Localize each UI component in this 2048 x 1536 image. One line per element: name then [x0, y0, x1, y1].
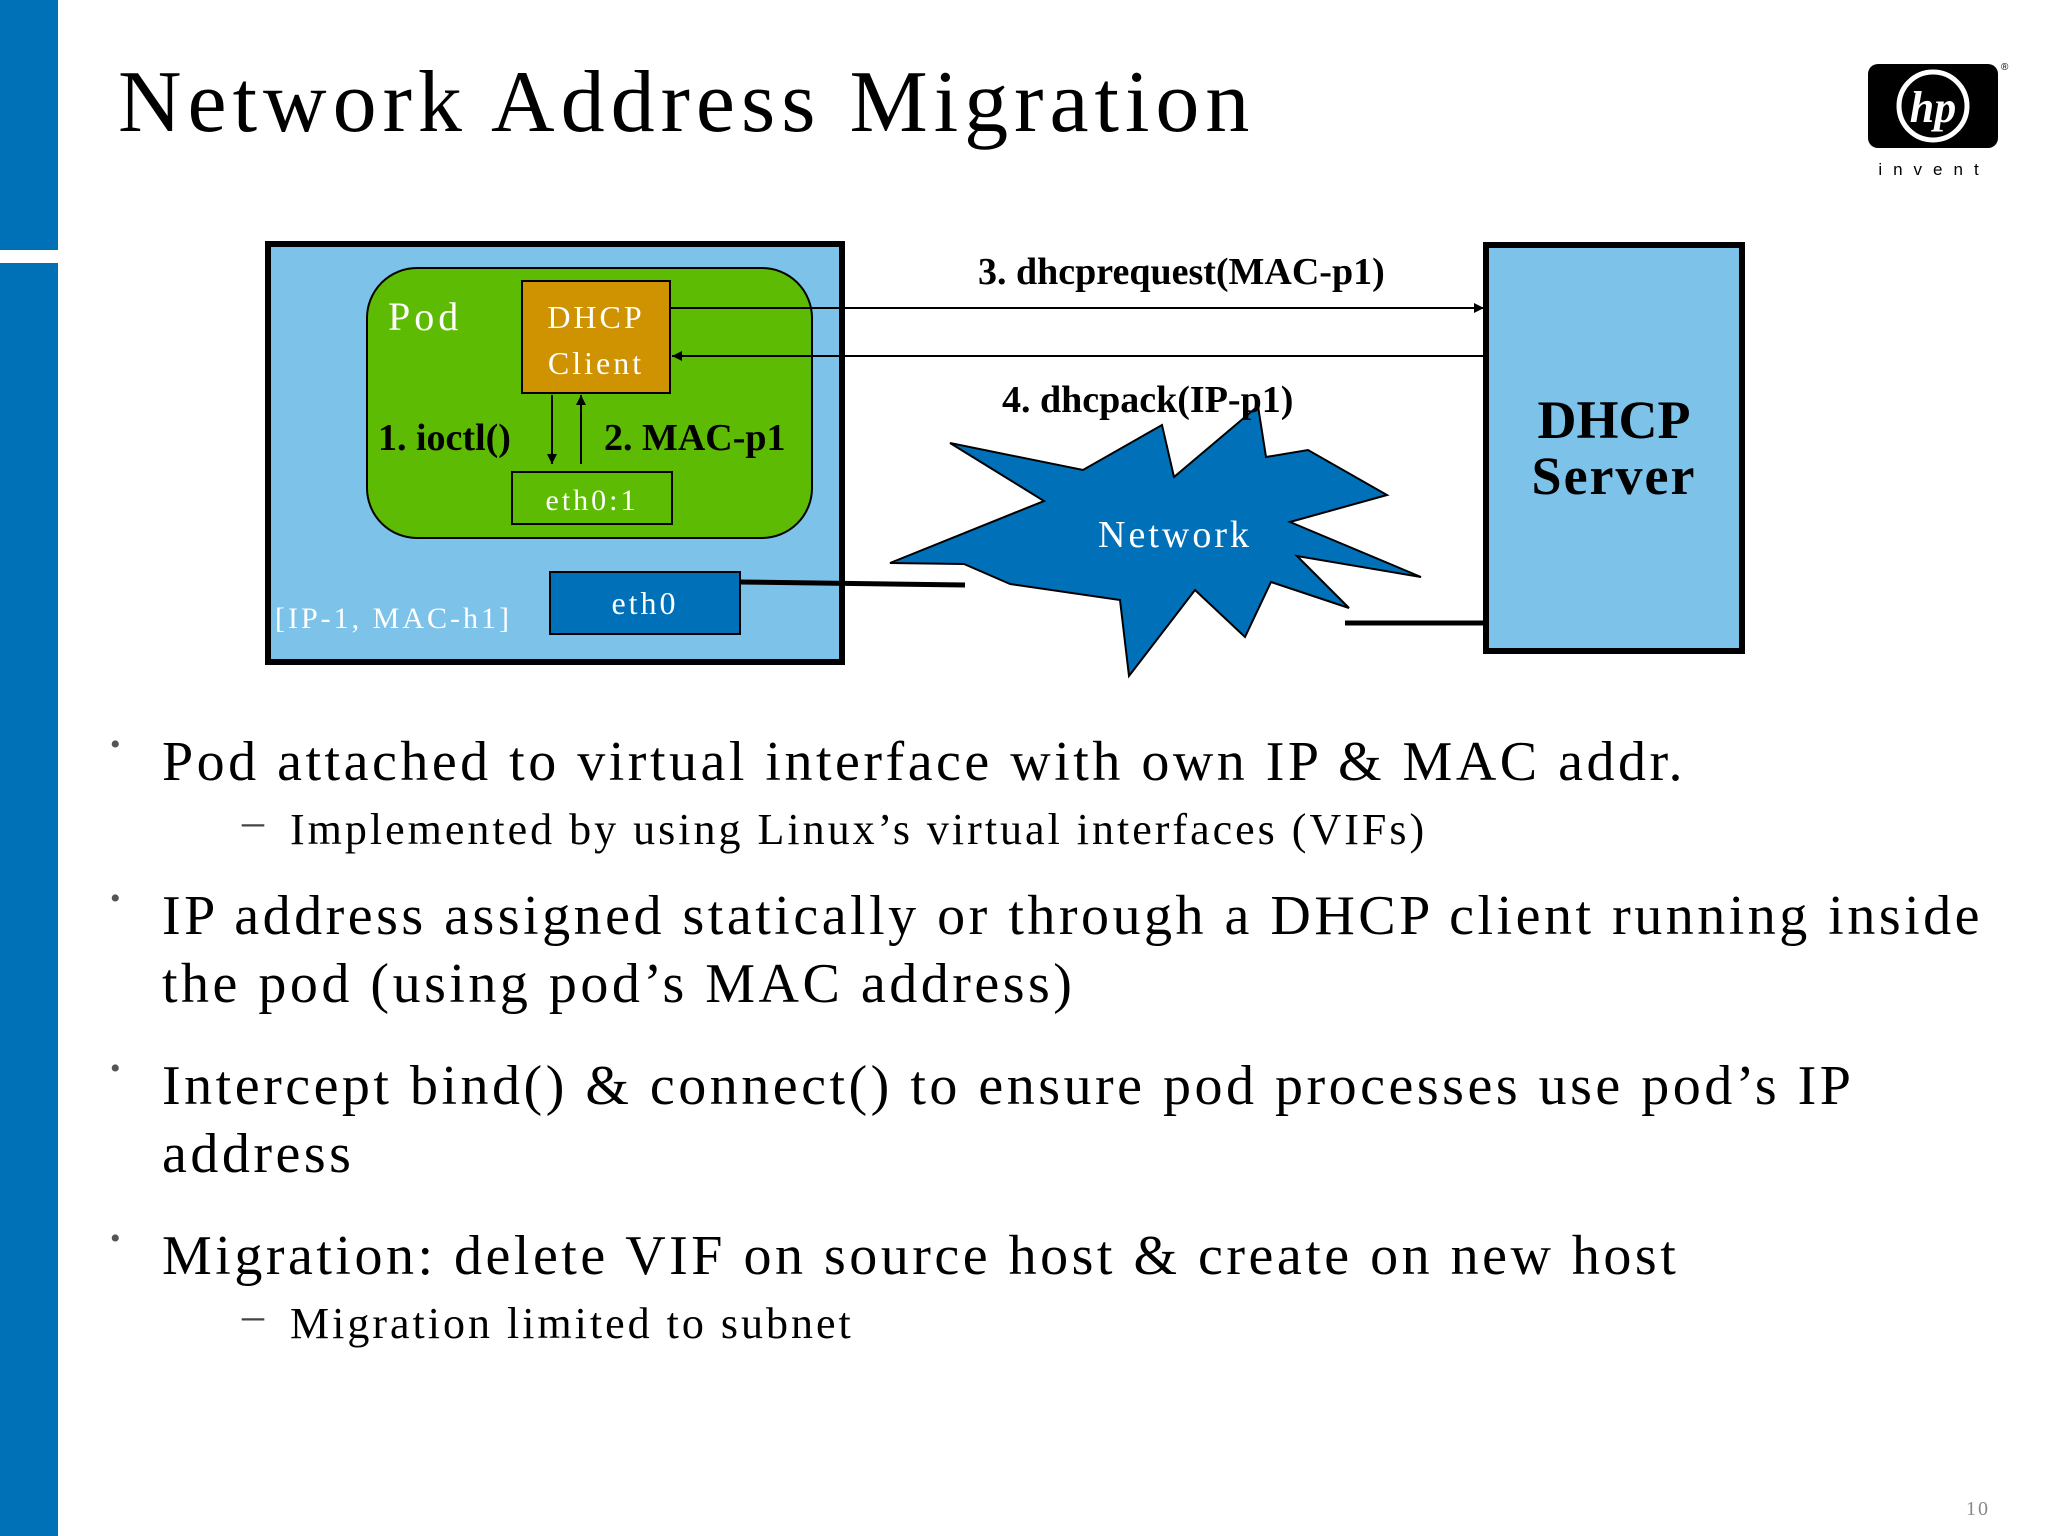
bullet-text: IP address assigned statically or throug…: [162, 885, 1984, 1015]
bullet-item: • Intercept bind() & connect() to ensure…: [110, 1052, 2010, 1188]
bullet-dot: •: [110, 1222, 121, 1255]
bullet-dot: •: [110, 728, 121, 761]
sub-bullet-dash: –: [242, 1291, 264, 1340]
bullet-dot: •: [110, 882, 121, 915]
dhcp-client-label-line1: DHCP: [547, 299, 644, 335]
sub-bullet-dash: –: [242, 797, 264, 846]
bullet-item: • Migration: delete VIF on source host &…: [110, 1222, 2010, 1352]
network-cloud: [889, 404, 1422, 679]
vif-eth0-1-label: eth0:1: [546, 484, 639, 517]
bullet-item: • IP address assigned statically or thro…: [110, 882, 2010, 1018]
dhcp-ack-label: 4. dhcpack(IP-p1): [1002, 379, 1293, 421]
registered-mark: ®: [2001, 62, 2009, 73]
page-number: 10: [1966, 1498, 1990, 1520]
network-label: Network: [1098, 514, 1252, 556]
hp-logo-letters: hp: [1910, 83, 1956, 132]
mac-label: 2. MAC-p1: [604, 417, 786, 459]
dhcp-server-label-line1: DHCP: [1538, 390, 1691, 450]
sub-bullet-item: – Migration limited to subnet: [162, 1291, 2010, 1352]
pod-container: [366, 267, 813, 539]
slide-title: Network Address Migration: [118, 54, 1256, 151]
hp-logo-mark: hp: [1868, 64, 1998, 148]
bullet-list: • Pod attached to virtual interface with…: [110, 728, 2010, 1352]
dhcp-request-label: 3. dhcprequest(MAC-p1): [978, 251, 1385, 293]
dhcp-client-label-line2: Client: [548, 345, 644, 381]
hp-logo: hp ® invent: [1868, 62, 2009, 188]
bullet-item: • Pod attached to virtual interface with…: [110, 728, 2010, 858]
vif-eth0-1-box: [511, 471, 673, 525]
side-accent-bar-top: [0, 0, 58, 250]
sub-bullet-text: Implemented by using Linux’s virtual int…: [290, 805, 1428, 854]
bullet-dot: •: [110, 1052, 121, 1085]
side-accent-bar-bottom: [0, 263, 58, 1536]
pod-label: Pod: [388, 294, 462, 339]
host-address-label: [IP-1, MAC-h1]: [275, 602, 512, 635]
dhcp-server-label-line2: Server: [1532, 446, 1697, 506]
sub-bullet-item: – Implemented by using Linux’s virtual i…: [162, 797, 2010, 858]
bullet-text: Pod attached to virtual interface with o…: [162, 731, 1687, 793]
dhcp-client-box: [521, 280, 671, 394]
bullet-text: Intercept bind() & connect() to ensure p…: [162, 1055, 1853, 1185]
network-migration-diagram: Pod DHCP Client 1. ioctl() 2. MAC-p1 eth…: [265, 241, 1745, 679]
hp-logo-tagline: invent: [1878, 160, 1990, 179]
eth0-label: eth0: [611, 585, 678, 621]
ioctl-label: 1. ioctl(): [378, 417, 511, 459]
bullet-text: Migration: delete VIF on source host & c…: [162, 1225, 1680, 1287]
dhcp-server-box: [1483, 242, 1745, 654]
sub-bullet-text: Migration limited to subnet: [290, 1299, 854, 1348]
eth0-to-network-wire: [739, 579, 966, 588]
eth0-box: [549, 571, 741, 635]
